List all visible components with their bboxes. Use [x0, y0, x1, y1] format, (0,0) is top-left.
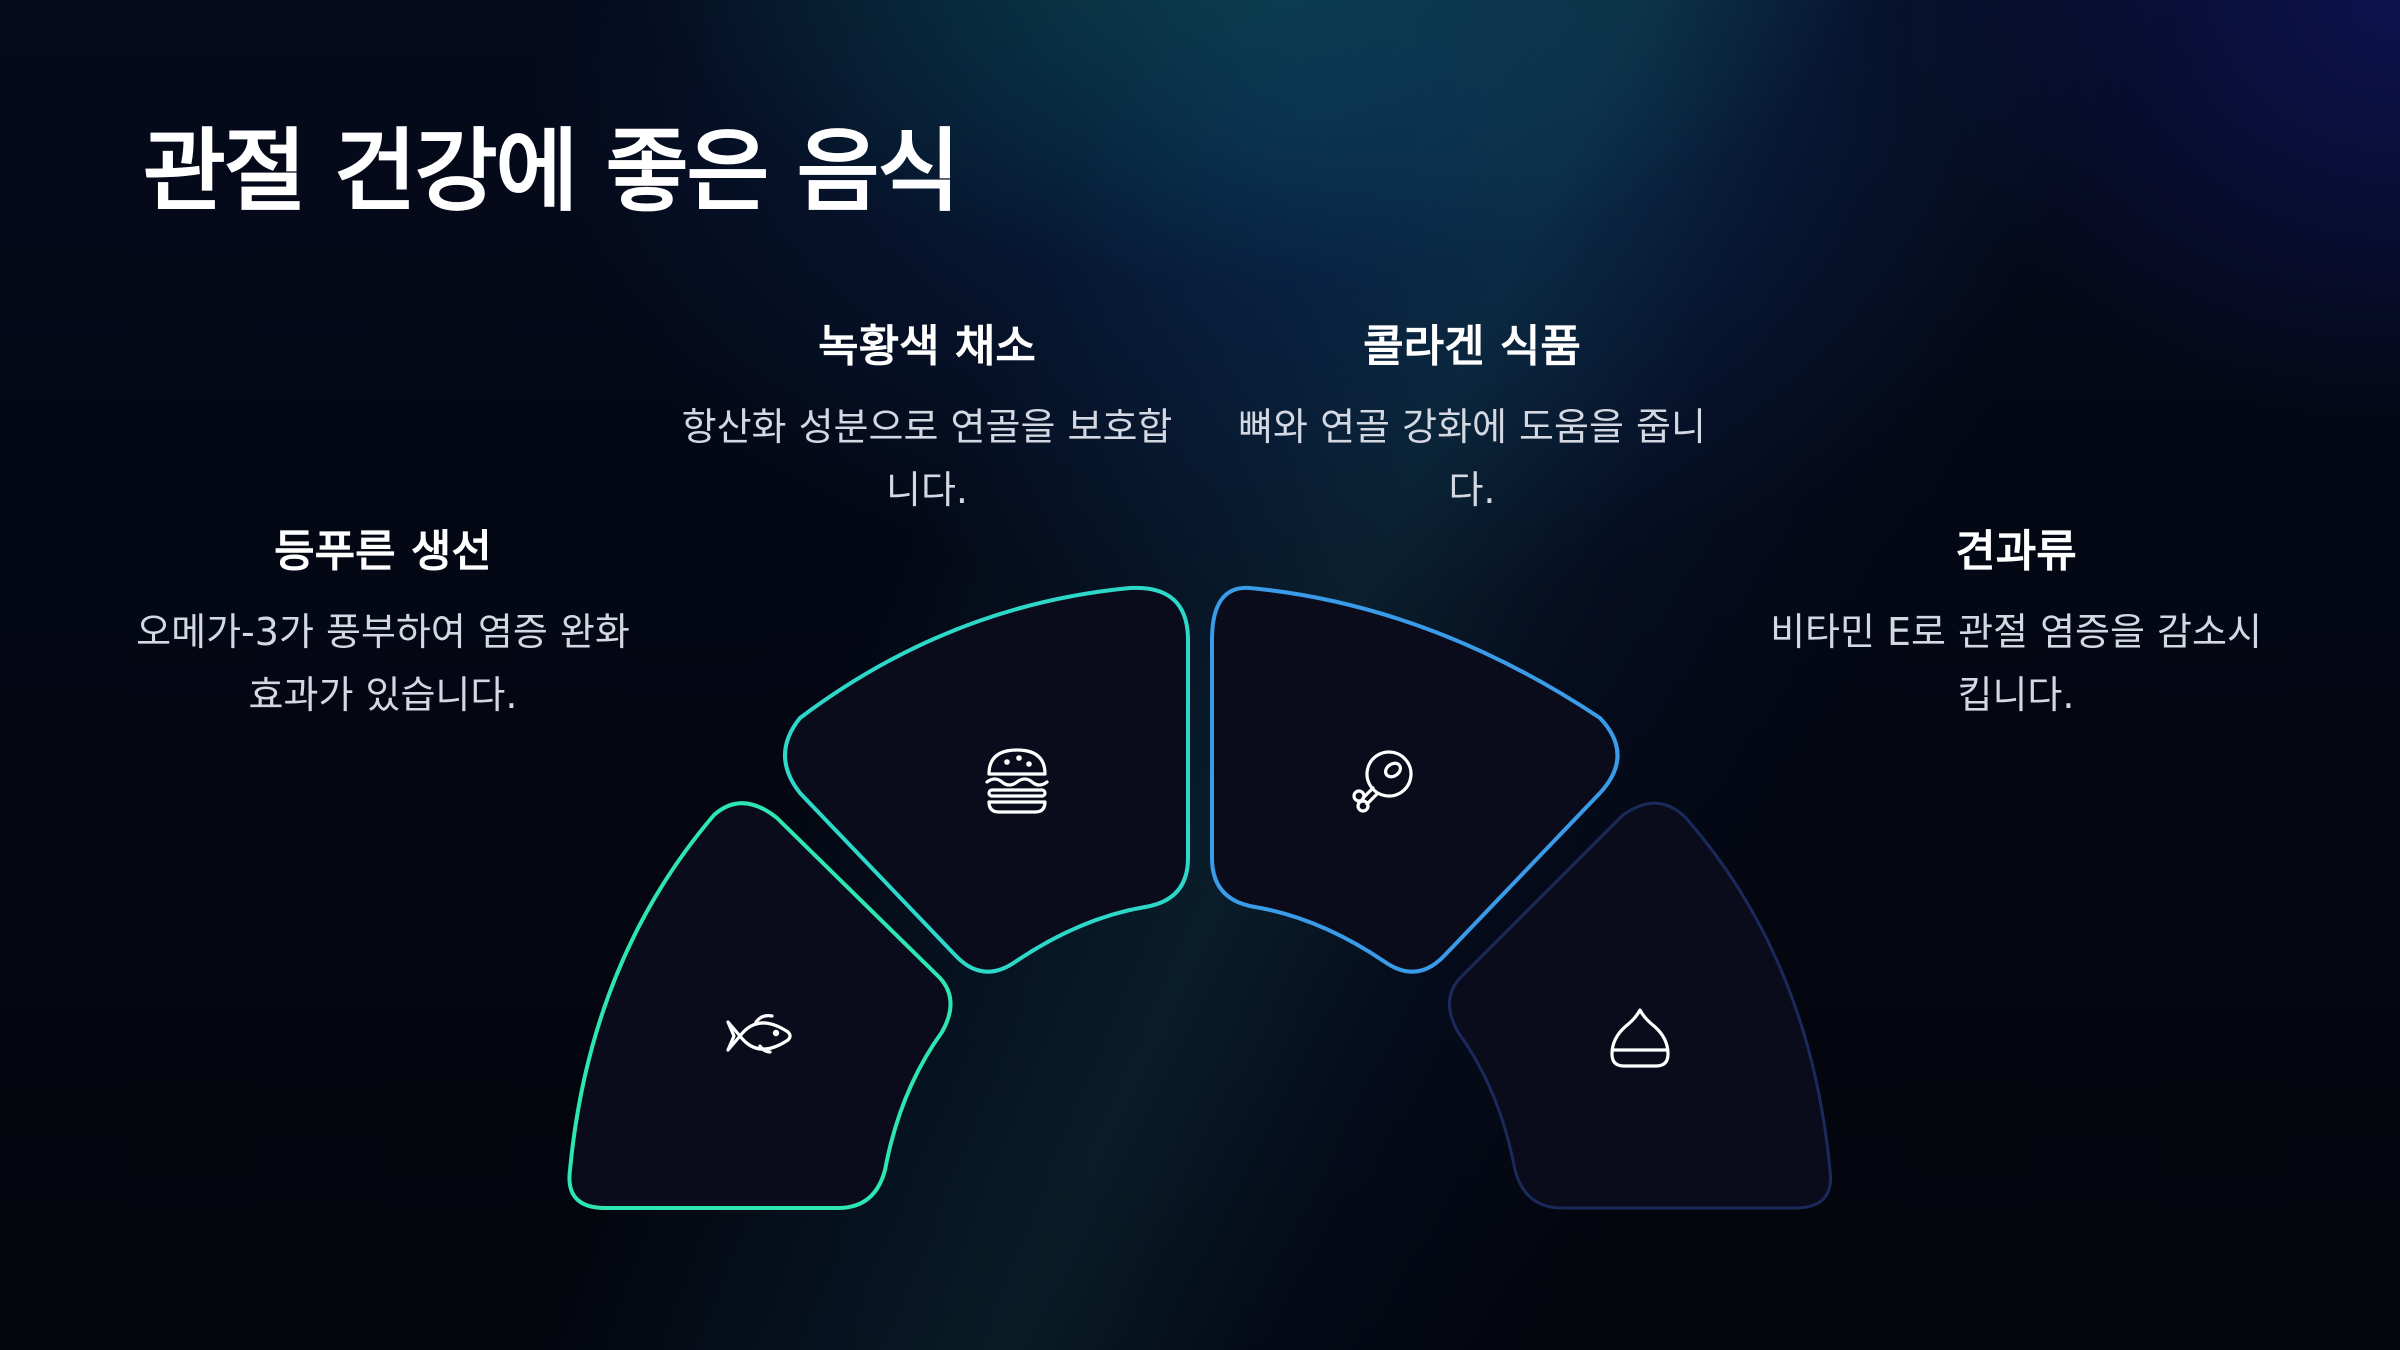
arc-segment-vegetables	[783, 585, 1190, 974]
burger-icon	[985, 748, 1049, 814]
arc-segment-fish	[567, 801, 953, 1210]
arc-segment-collagen	[1210, 585, 1620, 974]
food-item-nuts: 견과류 비타민 E로 관절 염증을 감소시킵니다.	[1766, 526, 2266, 727]
food-item-description: 항산화 성분으로 연골을 보호합니다.	[681, 404, 1173, 512]
page-title: 관절 건강에 좋은 음식	[143, 119, 960, 224]
chestnut-icon	[1610, 1008, 1670, 1068]
food-item-fish: 등푸른 생선 오메가-3가 풍부하여 염증 완화 효과가 있습니다.	[133, 526, 633, 727]
food-item-heading: 등푸른 생선	[274, 526, 492, 577]
food-item-description: 뼈와 연골 강화에 도움을 줍니다.	[1238, 404, 1706, 512]
food-item-heading: 견과류	[1955, 526, 2077, 577]
arc-segment-nuts	[1448, 801, 1833, 1210]
food-item-description: 오메가-3가 풍부하여 염증 완화 효과가 있습니다.	[136, 609, 630, 717]
fish-icon	[726, 1014, 792, 1054]
food-item-vegetables: 녹황색 채소 항산화 성분으로 연골을 보호합니다.	[677, 321, 1177, 522]
food-item-collagen: 콜라겐 식품 뼈와 연골 강화에 도움을 줍니다.	[1222, 321, 1722, 522]
food-item-heading: 녹황색 채소	[818, 321, 1036, 372]
food-item-heading: 콜라겐 식품	[1363, 321, 1581, 372]
food-item-description: 비타민 E로 관절 염증을 감소시킵니다.	[1770, 609, 2262, 717]
meat-drumstick-icon	[1352, 750, 1413, 813]
